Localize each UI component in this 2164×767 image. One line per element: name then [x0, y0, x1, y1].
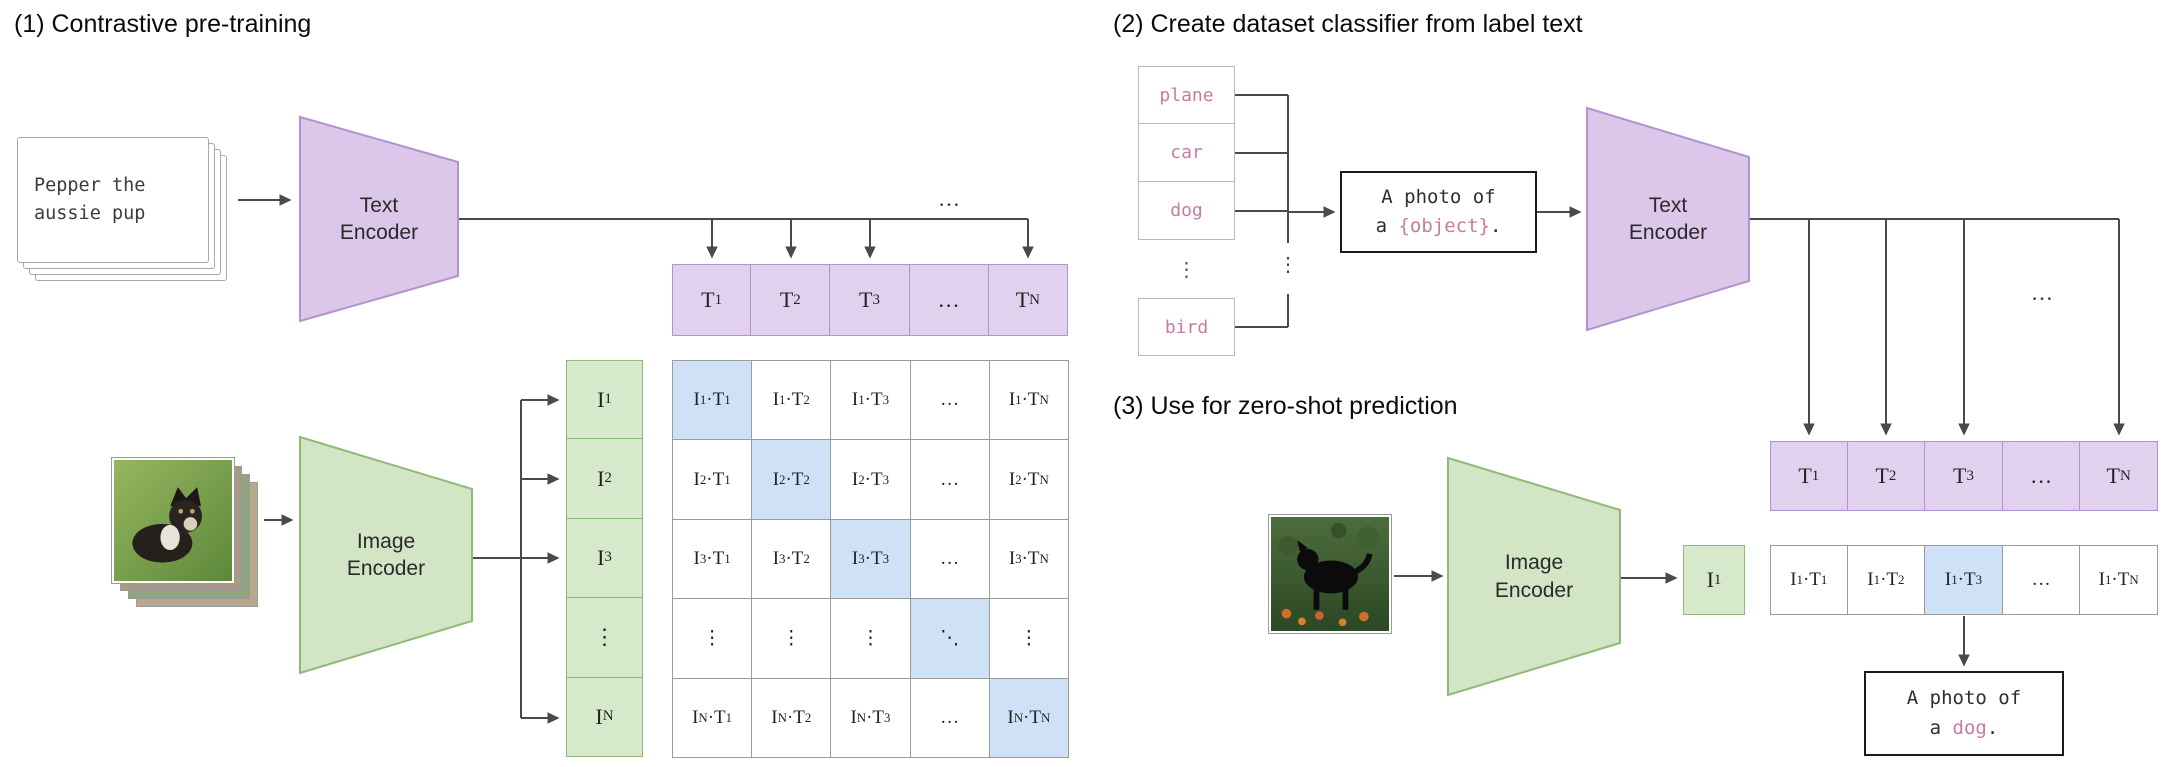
matrix-cell: ⋮	[989, 599, 1069, 679]
matrix-cell: ⋮	[673, 599, 753, 679]
matrix-cell: …	[910, 361, 990, 441]
text-encoder: Text Encoder	[299, 115, 459, 323]
prompt-line1: A photo of	[1381, 185, 1496, 208]
image-encoder-label: Image Encoder	[346, 529, 426, 580]
result-object-token: dog	[1952, 716, 1987, 739]
class-label-column: plane car dog ⋮ bird	[1138, 66, 1235, 356]
text-encoder-shape	[299, 115, 459, 323]
prompt-box: A photo of a {object}.	[1340, 171, 1537, 253]
matrix-cell: …	[910, 519, 990, 600]
image-encoder: Image Encoder	[299, 435, 473, 675]
image-encoder-2-shape	[1447, 456, 1621, 697]
t-cell: …	[2002, 441, 2081, 511]
prompt-object-token: {object}	[1398, 215, 1490, 237]
label-cell: car	[1138, 124, 1235, 182]
puppy-photo-image	[114, 460, 232, 581]
image-encoder-shape	[299, 435, 473, 675]
text-card-front: Pepper the aussie pup	[17, 137, 209, 263]
trunk-ellipsis: …	[938, 186, 960, 211]
section3-title: (3) Use for zero-shot prediction	[1113, 392, 1458, 420]
score-cell: …	[2002, 545, 2081, 615]
text-encoder-2: Text Encoder	[1586, 106, 1750, 332]
query-photo-image	[1271, 517, 1389, 631]
prompt-line2: a {object}.	[1375, 215, 1502, 237]
label-cell: plane	[1138, 66, 1235, 124]
text-encoder-2-shape	[1586, 106, 1750, 332]
text-encoder-label: Text Encoder	[339, 193, 419, 244]
text-encoder-2-label: Text Encoder	[1628, 193, 1708, 244]
label-cell: bird	[1138, 298, 1235, 356]
t-cell: …	[909, 264, 989, 336]
puppy-photo	[111, 457, 235, 584]
image-encoder-2: Image Encoder	[1447, 456, 1621, 697]
bracket-ellipsis: ⋮	[1278, 254, 1298, 276]
matrix-cell: …	[910, 678, 990, 758]
result-line2: a dog.	[1929, 716, 1999, 739]
matrix-cell: ⋮	[752, 599, 832, 679]
i-cell: ⋮	[566, 598, 643, 678]
result-line1: A photo of	[1906, 687, 2022, 710]
label-cell: dog	[1138, 182, 1235, 240]
matrix-cell: ⋮	[831, 599, 911, 679]
image-encoder-2-label: Image Encoder	[1494, 551, 1574, 602]
result-box: A photo of a dog.	[1864, 671, 2064, 756]
matrix-cell: …	[910, 440, 990, 520]
trunk2-ellipsis: …	[2031, 280, 2053, 305]
query-photo	[1268, 514, 1392, 634]
section2-title: (2) Create dataset classifier from label…	[1113, 10, 1583, 38]
section1-title: (1) Contrastive pre-training	[14, 10, 312, 38]
caption-text: Pepper the aussie pup	[34, 175, 146, 224]
matrix-cell: ⋱	[910, 599, 990, 679]
label-ellipsis: ⋮	[1176, 257, 1197, 281]
